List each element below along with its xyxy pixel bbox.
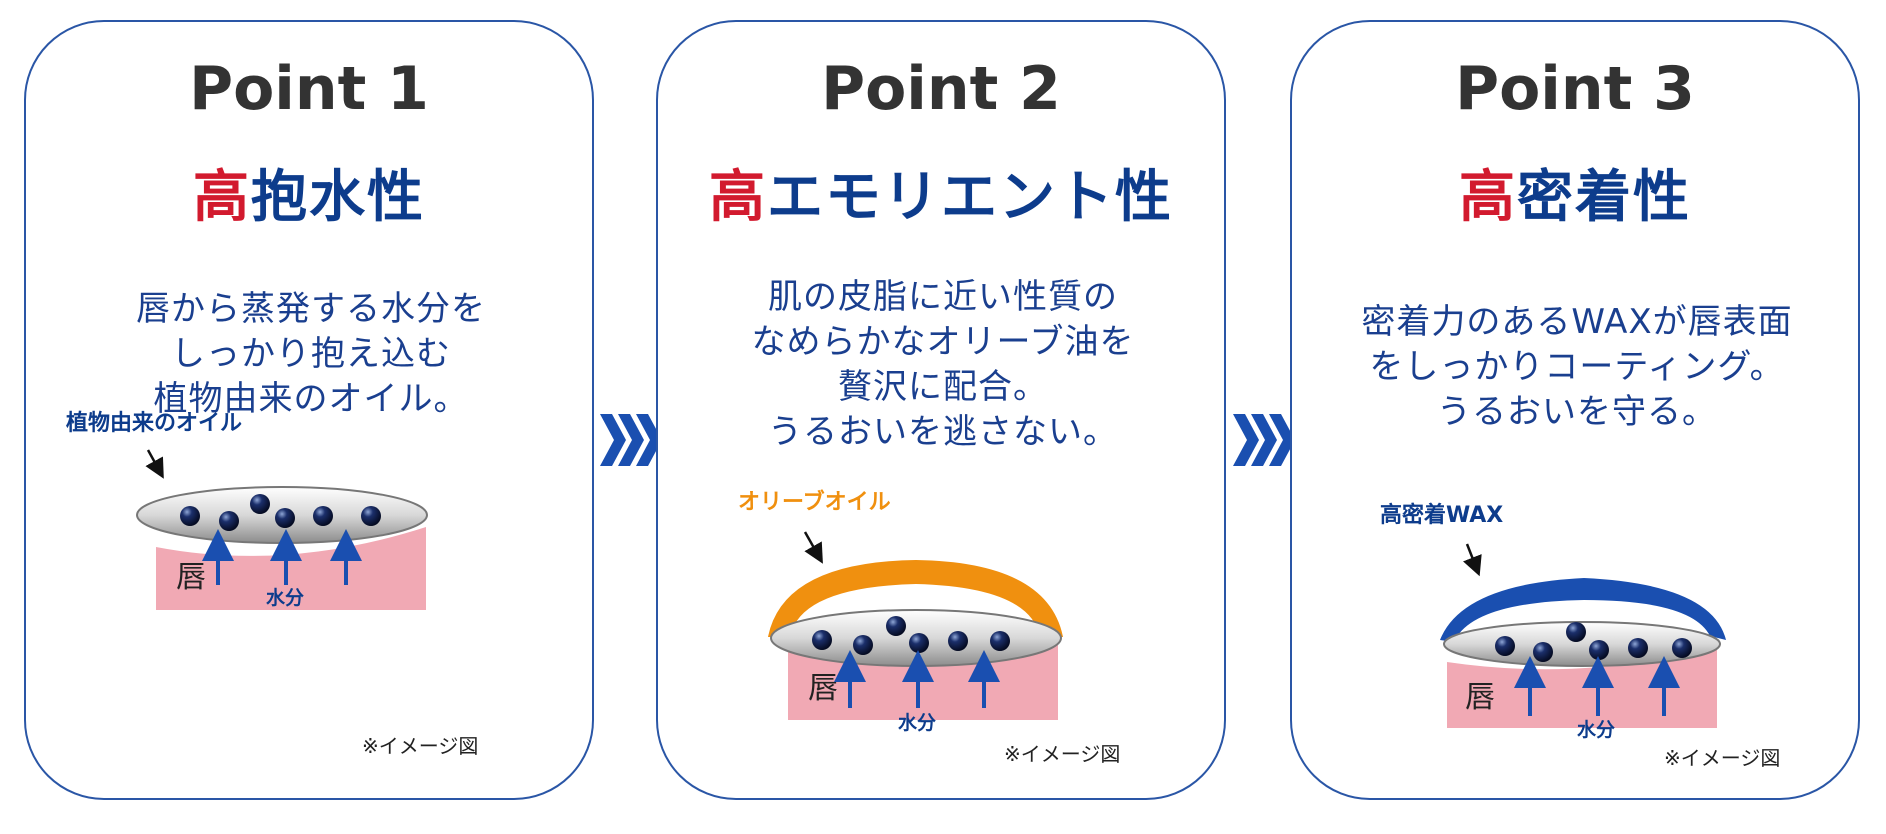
water-molecule [886, 616, 906, 636]
title-rest: 密着性 [1517, 165, 1691, 230]
water-molecule [180, 506, 200, 526]
title-accent: 高 [1459, 165, 1517, 230]
point-heading: Point 3 [1455, 54, 1695, 124]
water-molecule [909, 633, 929, 653]
olive-oil-layer [768, 560, 1063, 637]
water-label: 水分 [1577, 719, 1615, 741]
desc-line: 密着力のあるWAXが唇表面 [1361, 302, 1793, 342]
point-title: 高エモリエント性 [658, 152, 1224, 233]
wax-layer-diagram: 唇 水分 高密着WAX [1380, 502, 1726, 741]
point-heading: Point 2 [821, 54, 1061, 124]
label-pointer [145, 449, 164, 479]
label-pointer [803, 531, 823, 564]
water-molecule [219, 511, 239, 531]
point-card-1: Point 1 高抱水性 唇から蒸発する水分を しっかり抱え込む 植物由来のオイ… [24, 20, 594, 800]
point-card-2: Point 2 高エモリエント性 肌の皮脂に近い性質の なめらかなオリーブ油を … [656, 20, 1226, 800]
desc-line: うるおいを逃さない。 [768, 412, 1118, 452]
water-molecule [853, 635, 873, 655]
water-molecule [990, 631, 1010, 651]
image-note: ※イメージ図 [1664, 746, 1781, 770]
title-accent: 高 [193, 165, 251, 230]
desc-line: 肌の皮脂に近い性質の [768, 277, 1118, 317]
point-description: 肌の皮脂に近い性質の なめらかなオリーブ油を 贅沢に配合。 うるおいを逃さない。 [668, 275, 1218, 455]
desc-line: 唇から蒸発する水分を [136, 289, 486, 329]
lip-label: 唇 [176, 560, 206, 595]
olive-oil-diagram: 唇 水分 オリーブオイル [738, 489, 1063, 734]
desc-line: しっかり抱え込む [171, 334, 451, 374]
layer-label: オリーブオイル [738, 489, 891, 515]
desc-line: なめらかなオリーブ油を [751, 322, 1135, 362]
water-molecule [250, 494, 270, 514]
point-heading: Point 1 [189, 54, 429, 124]
water-molecule [1589, 640, 1609, 660]
desc-line: うるおいを守る。 [1437, 392, 1717, 432]
water-label: 水分 [898, 712, 936, 734]
water-molecule [1672, 638, 1692, 658]
wax-layer [1440, 578, 1726, 642]
layer-label: 高密着WAX [1380, 502, 1503, 528]
point-title: 高抱水性 [26, 152, 592, 233]
lip-label: 唇 [808, 671, 838, 706]
oil-layer-diagram: 唇 水分 植物由来のオイル [66, 410, 428, 610]
water-molecule [812, 630, 832, 650]
lip-label: 唇 [1465, 680, 1495, 715]
chevron-right-icon [1233, 414, 1295, 466]
water-molecule [1566, 622, 1586, 642]
desc-line: 植物由来のオイル。 [153, 379, 469, 419]
water-label: 水分 [266, 587, 304, 609]
water-molecule [1533, 642, 1553, 662]
water-molecule [275, 508, 295, 528]
water-molecule [313, 506, 333, 526]
image-note: ※イメージ図 [362, 734, 479, 758]
point-description: 密着力のあるWAXが唇表面 をしっかりコーティング。 うるおいを守る。 [1302, 300, 1852, 435]
point-description: 唇から蒸発する水分を しっかり抱え込む 植物由来のオイル。 [36, 287, 586, 422]
title-accent: 高 [709, 165, 767, 230]
title-rest: エモリエント性 [767, 165, 1173, 230]
label-pointer [1463, 543, 1482, 577]
desc-line: 贅沢に配合。 [838, 367, 1048, 407]
water-molecule [361, 506, 381, 526]
layer-label: 植物由来のオイル [66, 410, 242, 436]
water-molecule [1495, 636, 1515, 656]
title-rest: 抱水性 [251, 165, 425, 230]
image-note: ※イメージ図 [1004, 742, 1121, 766]
point-title: 高密着性 [1292, 152, 1858, 233]
desc-line: をしっかりコーティング。 [1369, 347, 1785, 387]
water-molecule [948, 631, 968, 651]
point-card-3: Point 3 高密着性 密着力のあるWAXが唇表面 をしっかりコーティング。 … [1290, 20, 1860, 800]
water-molecule [1628, 638, 1648, 658]
